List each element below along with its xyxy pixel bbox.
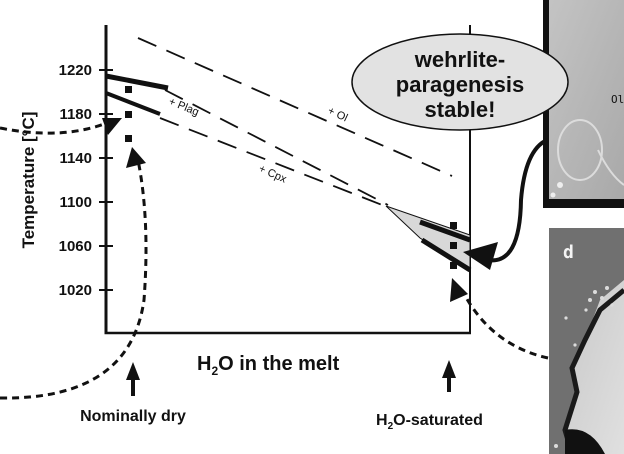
photo-top-speck <box>550 192 556 198</box>
y-axis-title: Temperature [°C] <box>19 112 38 249</box>
wet-experment-point <box>450 222 457 229</box>
dry-experiment-point <box>125 135 132 142</box>
wet-experiment-point <box>450 262 457 269</box>
dry-field <box>105 73 169 142</box>
wet-upper-bar <box>419 219 471 243</box>
photo-bottom-crystal <box>565 280 624 454</box>
bubble-line-1: wehrlite- <box>414 47 505 72</box>
y-tick-label: 1100 <box>59 194 92 211</box>
dry-experiment-point <box>125 86 132 93</box>
photo-top-side-label: Ol- <box>611 93 624 106</box>
phase-boundaries <box>137 37 453 213</box>
photo-top-speck <box>557 182 563 188</box>
y-tick-label: 1060 <box>59 238 92 255</box>
photo-bottom-dark <box>565 429 605 454</box>
dry-lower-bar <box>105 91 161 116</box>
photo-top: Ol- <box>543 0 624 208</box>
dry-arrowhead-icon <box>126 147 146 168</box>
photo-bottom-specks <box>554 286 614 448</box>
saturated-indicator: H2O-saturated <box>376 360 483 432</box>
boundary-ol-line <box>137 37 453 177</box>
dry-label: Nominally dry <box>80 408 186 425</box>
y-ticks: 1220 1180 1140 1100 1060 1020 <box>59 62 113 299</box>
connector-arrows <box>0 118 549 400</box>
wehrlite-bubble: wehrlite- paragenesis stable! <box>351 33 569 131</box>
y-tick-label: 1140 <box>59 150 92 167</box>
x-axis-title: H2O in the melt <box>197 353 340 378</box>
y-tick-label: 1020 <box>59 282 92 299</box>
left-arrowhead-icon <box>102 118 122 135</box>
dry-indicator: Nominally dry <box>80 362 186 425</box>
dry-upper-bar <box>105 73 169 91</box>
wet-field <box>385 205 472 273</box>
photo-top-edge <box>597 149 624 186</box>
bubble-arrowhead-icon <box>463 242 498 270</box>
label-plag: + Plag <box>167 96 201 119</box>
label-ol: + Ol <box>326 105 350 125</box>
bubble-line-3: stable! <box>425 97 496 122</box>
y-tick-label: 1220 <box>59 62 92 79</box>
saturated-label: H2O-saturated <box>376 412 483 432</box>
photo-bottom-label: d <box>563 242 574 263</box>
wet-arrowhead-icon <box>450 278 468 302</box>
boundary-cpx-line <box>159 117 401 213</box>
dry-experiment-point <box>125 111 132 118</box>
wet-lower-bar <box>420 237 472 273</box>
bubble-line-2: paragenesis <box>396 72 524 97</box>
bubble-solid-arrow <box>487 138 548 263</box>
y-tick-label: 1180 <box>59 106 92 123</box>
dry-dashed-arrow <box>0 159 148 400</box>
wet-experiment-point <box>450 242 457 249</box>
bubble-shape <box>351 33 569 131</box>
dry-up-arrow-icon <box>126 362 140 380</box>
saturated-up-arrow-icon <box>442 360 456 378</box>
boundary-plag-line <box>164 89 389 206</box>
left-dashed-arrow <box>0 122 105 135</box>
photo-bottom: d <box>549 228 624 454</box>
photo-top-bubble <box>557 119 603 181</box>
wet-dashed-arrow <box>460 289 549 360</box>
